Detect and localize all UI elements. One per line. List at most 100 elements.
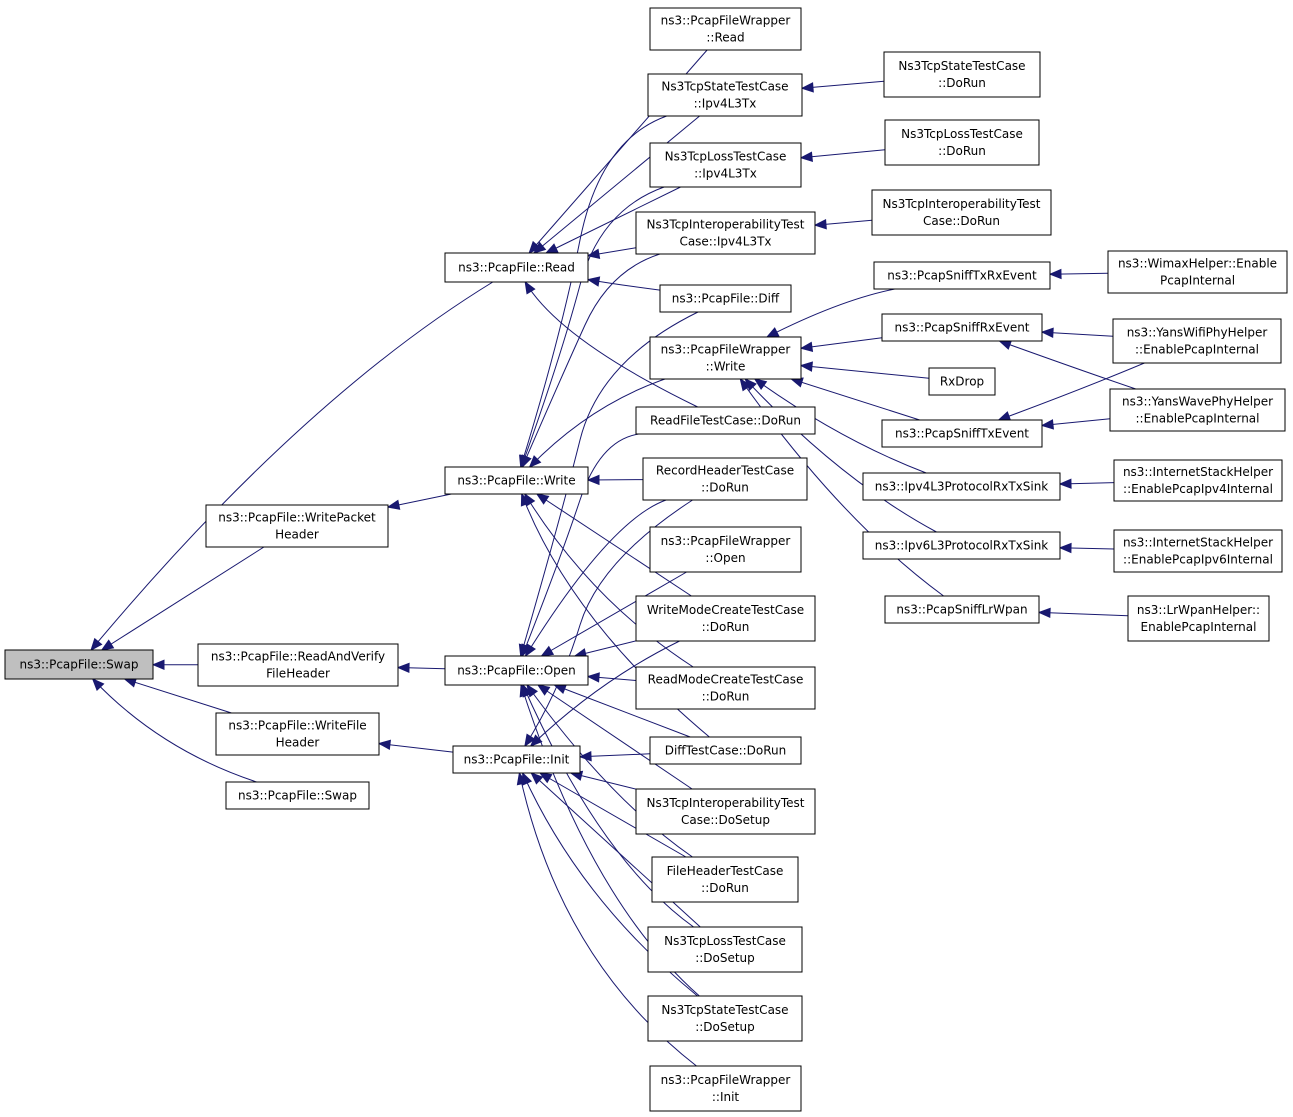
- node-lrwpan[interactable]: ns3::LrWpanHelper::EnablePcapInternal: [1127, 595, 1270, 642]
- node-label: ns3::PcapFile::Swap: [20, 658, 139, 672]
- node-readmode-run[interactable]: ReadModeCreateTestCase::DoRun: [635, 666, 816, 710]
- node-fileheader-run[interactable]: FileHeaderTestCase::DoRun: [651, 856, 799, 903]
- node-swap2[interactable]: ns3::PcapFile::Swap: [225, 781, 370, 810]
- arrowhead: [578, 751, 592, 762]
- node-pfw-open[interactable]: ns3::PcapFileWrapper::Open: [649, 526, 802, 573]
- node-diff[interactable]: ns3::PcapFile::Diff: [659, 284, 792, 313]
- node-write[interactable]: ns3::PcapFile::Write: [444, 466, 589, 495]
- edge-line: [800, 365, 930, 379]
- node-sniff-lrwpan[interactable]: ns3::PcapSniffLrWpan: [884, 595, 1040, 624]
- node-label: Case::Ipv4L3Tx: [679, 235, 771, 249]
- node-loss-ipv4[interactable]: Ns3TcpLossTestCase::Ipv4L3Tx: [649, 142, 802, 188]
- node-state-setup[interactable]: Ns3TcpStateTestCase::DoSetup: [647, 995, 803, 1042]
- edge-init-to-write_file_header: [377, 739, 454, 753]
- node-ipv6-sink[interactable]: ns3::Ipv6L3ProtocolRxTxSink: [862, 531, 1061, 560]
- edge-wimax-to-sniff_txrx: [1048, 268, 1109, 280]
- node-loss-run[interactable]: Ns3TcpLossTestCase::DoRun: [884, 119, 1040, 166]
- node-label: ns3::PcapSniffTxRxEvent: [887, 269, 1037, 283]
- edge-sniff_rx-to-pfw_write: [799, 337, 883, 352]
- node-label: ::DoRun: [938, 76, 986, 90]
- node-recordheader-run[interactable]: RecordHeaderTestCase::DoRun: [642, 457, 808, 501]
- edge-lrwpan-to-sniff_lrwpan: [1037, 607, 1129, 619]
- node-pfw-read[interactable]: ns3::PcapFileWrapper::Read: [649, 7, 802, 51]
- node-label: ::DoRun: [938, 144, 986, 158]
- node-label: ns3::PcapFile::Swap: [238, 789, 357, 803]
- edge-line: [766, 288, 895, 338]
- node-label: ns3::Ipv4L3ProtocolRxTxSink: [875, 480, 1049, 494]
- node-box: [444, 655, 589, 686]
- node-inet-ipv4[interactable]: ns3::InternetStackHelper::EnablePcapIpv4…: [1113, 459, 1283, 502]
- node-writemode-run[interactable]: WriteModeCreateTestCase::DoRun: [635, 595, 816, 642]
- edge-difftest_run-to-open: [553, 684, 691, 738]
- edge-readmode_run-to-open: [586, 672, 637, 683]
- arrowhead: [530, 772, 544, 785]
- edge-readfile_run-to-read: [524, 280, 698, 408]
- edge-state_ipv4-to-read: [532, 115, 700, 254]
- node-box: [197, 643, 399, 687]
- node-label: ns3::PcapFile::Diff: [672, 292, 780, 306]
- arrowhead: [520, 492, 531, 507]
- arrowhead: [997, 411, 1012, 421]
- node-box: [635, 595, 816, 642]
- edge-line: [520, 311, 699, 657]
- node-open[interactable]: ns3::PcapFile::Open: [444, 655, 589, 686]
- node-read[interactable]: ns3::PcapFile::Read: [444, 252, 589, 283]
- node-label: DiffTestCase::DoRun: [665, 744, 787, 758]
- node-label: RecordHeaderTestCase: [656, 464, 794, 478]
- node-readfile-run[interactable]: ReadFileTestCase::DoRun: [635, 406, 816, 435]
- edge-fileheader_run-to-init: [538, 772, 687, 858]
- node-yanswifi[interactable]: ns3::YansWifiPhyHelper::EnablePcapIntern…: [1112, 318, 1282, 364]
- node-label: ::DoSetup: [695, 1020, 755, 1034]
- edge-swap2-to-swap_main: [91, 678, 257, 783]
- node-box: [444, 252, 589, 283]
- node-label: ::Open: [705, 551, 745, 565]
- node-state-run[interactable]: Ns3TcpStateTestCase::DoRun: [883, 51, 1041, 98]
- node-label: FileHeaderTestCase: [667, 864, 784, 878]
- node-wimax[interactable]: ns3::WimaxHelper::EnablePcapInternal: [1107, 250, 1288, 294]
- node-label: Header: [276, 736, 320, 750]
- node-box: [659, 284, 792, 313]
- node-sniff-rx[interactable]: ns3::PcapSniffRxEvent: [881, 313, 1043, 342]
- edge-pfw_write-to-write: [528, 378, 666, 468]
- edge-diff-to-read: [586, 276, 661, 291]
- node-box: [215, 712, 380, 756]
- node-box: [642, 457, 808, 501]
- node-rxdrop[interactable]: RxDrop: [928, 367, 996, 396]
- node-swap-main[interactable]: ns3::PcapFile::Swap: [4, 649, 154, 680]
- node-sniff-txrx[interactable]: ns3::PcapSniffTxRxEvent: [873, 261, 1051, 290]
- node-label: ns3::InternetStackHelper: [1123, 465, 1273, 479]
- arrowhead: [1058, 542, 1072, 554]
- arrowhead: [521, 454, 532, 469]
- edge-pfw_open-to-open: [540, 571, 687, 657]
- node-ipv4-sink[interactable]: ns3::Ipv4L3ProtocolRxTxSink: [862, 472, 1061, 501]
- node-label: ns3::LrWpanHelper::: [1137, 603, 1260, 617]
- node-box: [647, 926, 803, 973]
- arrowhead: [532, 241, 547, 254]
- node-label: Ns3TcpStateTestCase: [661, 1003, 788, 1017]
- edge-line: [520, 186, 665, 468]
- node-box: [444, 466, 589, 495]
- node-pfw-init[interactable]: ns3::PcapFileWrapper::Init: [649, 1065, 802, 1112]
- node-box: [205, 504, 389, 548]
- node-loss-setup[interactable]: Ns3TcpLossTestCase::DoSetup: [647, 926, 803, 973]
- node-label: ::EnablePcapIpv6Internal: [1123, 553, 1273, 567]
- node-pfw-write[interactable]: ns3::PcapFileWrapper::Write: [649, 336, 802, 380]
- node-box: [883, 51, 1041, 98]
- node-difftest-run[interactable]: DiffTestCase::DoRun: [649, 736, 802, 765]
- node-init[interactable]: ns3::PcapFile::Init: [452, 745, 581, 774]
- node-yanswave[interactable]: ns3::YansWavePhyHelper::EnablePcapIntern…: [1109, 388, 1286, 432]
- node-inet-ipv6[interactable]: ns3::InternetStackHelper::EnablePcapIpv6…: [1113, 529, 1283, 573]
- node-sniff-tx[interactable]: ns3::PcapSniffTxEvent: [881, 419, 1043, 448]
- edge-state_run-to-state_ipv4: [800, 80, 885, 93]
- node-box: [649, 336, 802, 380]
- node-label: ns3::PcapFile::ReadAndVerify: [211, 650, 385, 664]
- node-state-ipv4[interactable]: Ns3TcpStateTestCase::Ipv4L3Tx: [647, 73, 803, 117]
- node-label: ns3::WimaxHelper::Enable: [1118, 257, 1277, 271]
- node-label: ::EnablePcapInternal: [1135, 412, 1259, 426]
